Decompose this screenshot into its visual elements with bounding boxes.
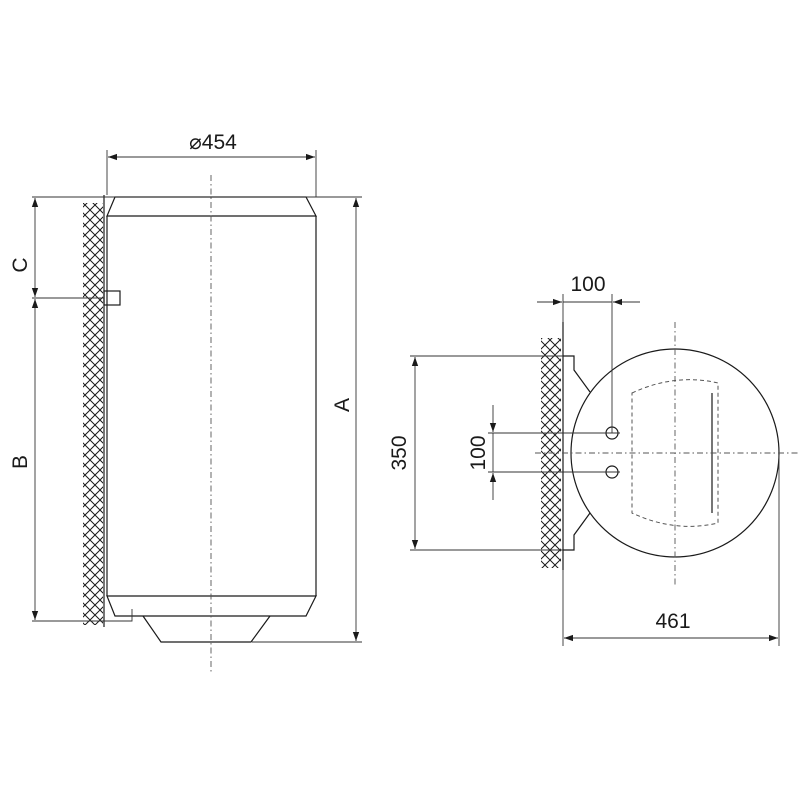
bracket-span-label: B — [9, 455, 32, 469]
heating-element-outline — [631, 379, 719, 527]
pipe-spacing-label: 100 — [467, 435, 490, 470]
top-view: 100 350 100 461 — [388, 273, 800, 646]
tank-body — [106, 196, 317, 643]
bracket-height-label: 350 — [388, 435, 411, 470]
diameter-label: ⌀454 — [189, 131, 237, 154]
wall-offset-label: 100 — [570, 273, 605, 296]
mounting-bracket — [563, 355, 591, 551]
pipe-offset-label: C — [9, 257, 32, 272]
depth-label: 461 — [655, 610, 690, 633]
wall-hatch — [83, 203, 103, 625]
height-label: A — [331, 398, 354, 412]
side-view: ⌀454 A C B — [9, 131, 362, 672]
